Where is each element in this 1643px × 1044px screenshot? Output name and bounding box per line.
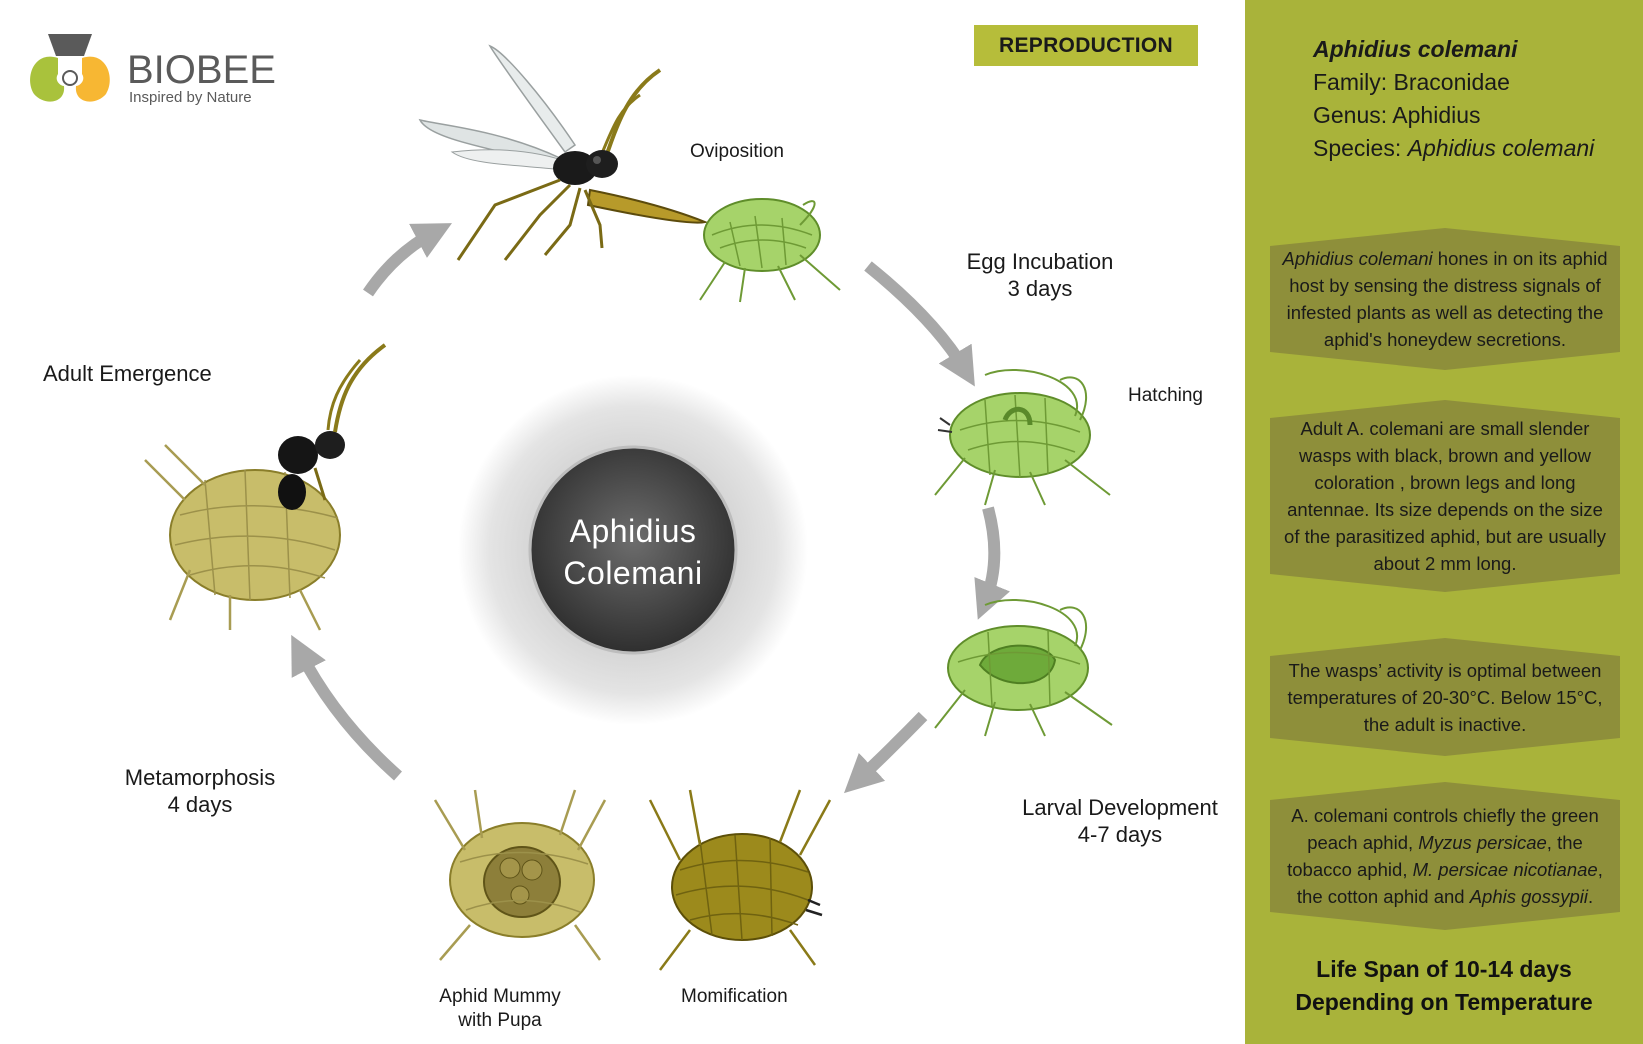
info-sidebar: Aphidius colemani Family: Braconidae Gen… — [1245, 0, 1643, 1044]
pests-text-2: , the tobacco aphid, — [1287, 832, 1583, 880]
taxonomy-family: Family: Braconidae — [1313, 66, 1594, 99]
label-hatching: Hatching — [1128, 385, 1203, 406]
life-cycle-diagram — [144, 44, 1113, 971]
info-box-target-pests: A. colemani controls chiefly the green p… — [1270, 782, 1620, 930]
host-sensing-italic: Aphidius colemani — [1282, 248, 1433, 269]
info-box-temperature: The wasps’ activity is optimal between t… — [1270, 638, 1620, 756]
egg-incubation-name: Egg Incubation — [966, 249, 1114, 274]
lifespan-line2: Depending on Temperature — [1295, 989, 1593, 1015]
section-tag: REPRODUCTION — [974, 25, 1198, 66]
aphid-mummy-line1: Aphid Mummy — [439, 986, 561, 1007]
genus-label: Genus: — [1313, 102, 1388, 128]
arrow-adult-to-oviposition — [363, 223, 452, 297]
label-aphid-mummy: Aphid Mummy with Pupa — [425, 985, 575, 1033]
family-value: Braconidae — [1393, 69, 1510, 95]
larval-development-duration: 4-7 days — [1077, 822, 1163, 847]
family-label: Family: — [1313, 69, 1388, 95]
pests-text-3: , the cotton aphid and — [1296, 859, 1603, 907]
taxonomy-species-name: Aphidius colemani — [1313, 36, 1518, 62]
metamorphosis-duration: 4 days — [167, 792, 233, 817]
center-halo — [458, 375, 808, 725]
center-title-line1: Aphidius — [569, 513, 697, 549]
center-title: Aphidius Colemani — [533, 510, 733, 594]
aphid-mummy-pupa-illustration — [433, 789, 607, 961]
wasp-oviposition-illustration — [418, 44, 841, 303]
arrow-larval-to-momification — [843, 711, 928, 794]
taxonomy-species: Species: Aphidius colemani — [1313, 132, 1594, 165]
metamorphosis-name: Metamorphosis — [124, 765, 276, 790]
pests-italic-3: Aphis gossypii — [1469, 886, 1588, 907]
arrow-hatching-to-larval — [974, 506, 1010, 620]
larval-development-name: Larval Development — [1022, 795, 1218, 820]
aphid-mummy-illustration — [648, 789, 832, 971]
host-sensing-text: hones in on its aphid host by sensing th… — [1286, 248, 1608, 350]
aphid-mummy-line2: with Pupa — [458, 1010, 542, 1031]
taxonomy-block: Aphidius colemani Family: Braconidae Gen… — [1313, 33, 1594, 165]
adult-description-text: Adult A. colemani are small slender wasp… — [1284, 418, 1606, 574]
label-metamorphosis: Metamorphosis 4 days — [110, 764, 290, 818]
egg-incubation-duration: 3 days — [1007, 276, 1073, 301]
species-label: Species: — [1313, 135, 1402, 161]
center-title-line2: Colemani — [563, 555, 703, 591]
info-box-host-sensing: Aphidius colemani hones in on its aphid … — [1270, 228, 1620, 370]
lifespan-line1: Life Span of 10-14 days — [1316, 956, 1572, 982]
pests-text-1: A. colemani controls chiefly the green p… — [1291, 805, 1599, 853]
aphid-hatching-illustration — [934, 368, 1111, 506]
logo-wordmark: BIOBEE — [127, 48, 276, 92]
genus-value: Aphidius — [1392, 102, 1481, 128]
arrow-mummy-to-adult — [291, 634, 402, 781]
temperature-text: The wasps’ activity is optimal between t… — [1287, 659, 1603, 735]
label-oviposition: Oviposition — [690, 141, 784, 162]
label-larval-development: Larval Development 4-7 days — [1010, 794, 1230, 848]
target-pests-text: A. colemani controls chiefly the green p… — [1278, 802, 1612, 910]
adult-emergence-illustration — [144, 343, 387, 631]
lifespan-note: Life Span of 10-14 days Depending on Tem… — [1245, 953, 1643, 1019]
pests-italic-1: Myzus persicae — [1418, 832, 1547, 853]
arrow-oviposition-to-hatching — [864, 261, 975, 387]
species-value: Aphidius colemani — [1407, 135, 1595, 161]
pests-italic-2: M. persicae nicotianae — [1412, 859, 1598, 880]
aphid-larval-illustration — [934, 598, 1113, 737]
pests-text-4: . — [1587, 886, 1594, 907]
info-box-adult-description: Adult A. colemani are small slender wasp… — [1270, 400, 1620, 592]
label-momification: Momification — [681, 986, 788, 1007]
taxonomy-genus: Genus: Aphidius — [1313, 99, 1594, 132]
biobee-logo — [24, 28, 116, 106]
label-adult-emergence: Adult Emergence — [43, 361, 212, 386]
cycle-arrows — [291, 223, 1010, 794]
logo-tagline: Inspired by Nature — [129, 89, 252, 106]
label-egg-incubation: Egg Incubation 3 days — [950, 248, 1130, 302]
bee-logo-icon — [30, 34, 110, 102]
info-box-host-sensing-text: Aphidius colemani hones in on its aphid … — [1278, 245, 1612, 353]
